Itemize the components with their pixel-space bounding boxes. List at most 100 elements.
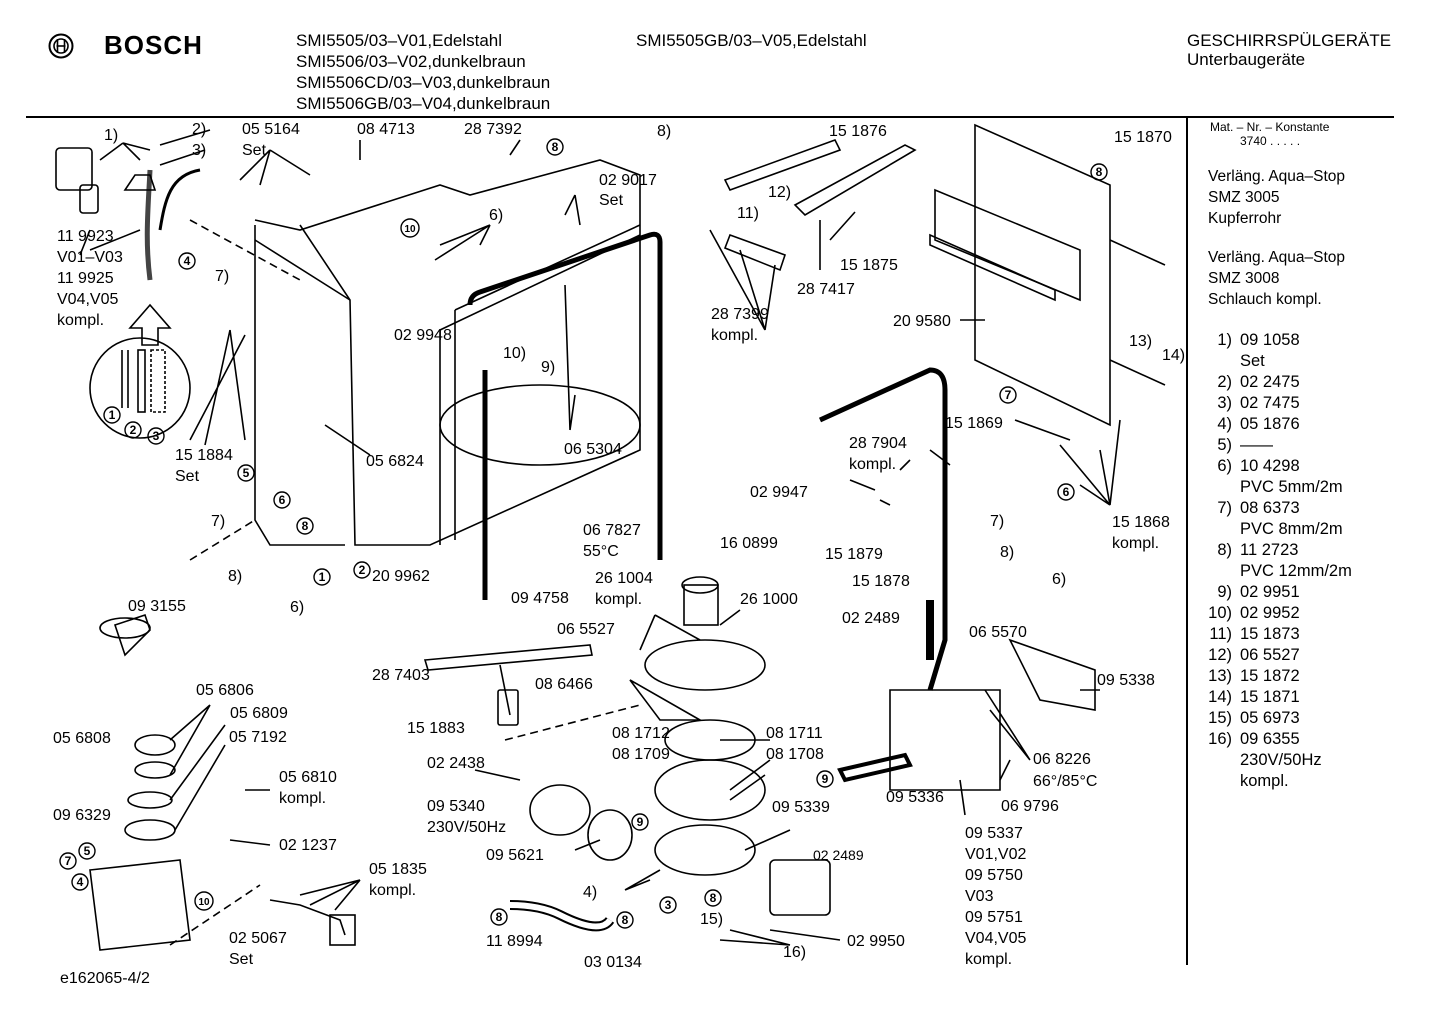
part-label: 12) bbox=[768, 184, 791, 201]
part-label: 02 9947 bbox=[750, 484, 808, 501]
part-number-index: 1) bbox=[1217, 331, 1232, 349]
parts-list-row: 16)09 6355 bbox=[1190, 729, 1440, 750]
part-label: 05 6808 bbox=[53, 730, 111, 747]
part-number: 15 1871 bbox=[1240, 688, 1300, 706]
svg-text:9: 9 bbox=[822, 772, 829, 786]
part-label: 230V/50Hz bbox=[427, 819, 506, 836]
drawing-lines bbox=[55, 123, 1166, 951]
part-label: 05 6824 bbox=[366, 453, 424, 470]
part-label: 06 5570 bbox=[969, 624, 1027, 641]
callout-1: 1 bbox=[103, 406, 121, 424]
callout-4: 4 bbox=[178, 252, 196, 270]
part-label: kompl. bbox=[849, 456, 896, 473]
callout-2: 2 bbox=[353, 561, 371, 579]
part-label: V03 bbox=[965, 888, 994, 905]
svg-text:10: 10 bbox=[404, 224, 416, 235]
part-label: 08 1712 bbox=[612, 725, 670, 742]
part-label: 08 6466 bbox=[535, 676, 593, 693]
part-label: 02 2489 bbox=[842, 610, 900, 627]
upper-spray-arm bbox=[793, 144, 917, 217]
part-number-index: 8) bbox=[1217, 541, 1232, 559]
part-label: 09 3155 bbox=[128, 598, 186, 615]
part-label: 08 1709 bbox=[612, 746, 670, 763]
part-label: 06 5304 bbox=[564, 441, 622, 458]
parts-list-row: 15)05 6973 bbox=[1190, 708, 1440, 729]
part-number-index: 10) bbox=[1208, 604, 1232, 622]
part-number-index: 9) bbox=[1217, 583, 1232, 601]
svg-text:1: 1 bbox=[109, 408, 116, 422]
svg-text:1: 1 bbox=[319, 570, 326, 584]
svg-text:8: 8 bbox=[302, 519, 309, 533]
parts-list-row: 12)06 5527 bbox=[1190, 645, 1440, 666]
part-description: PVC 12mm/2m bbox=[1240, 562, 1352, 580]
callout-6: 6 bbox=[1057, 483, 1075, 501]
part-number-index: 14) bbox=[1208, 688, 1232, 706]
part-number-index: 7) bbox=[1217, 499, 1232, 517]
part-number: 02 7475 bbox=[1240, 394, 1300, 412]
model-line: SMI5506/03–V02,dunkelbraun bbox=[296, 52, 526, 71]
part-label: 06 9796 bbox=[1001, 798, 1059, 815]
part-label: Set bbox=[229, 951, 254, 968]
svg-text:2: 2 bbox=[130, 423, 137, 437]
parts-list-row: 9)02 9951 bbox=[1190, 582, 1440, 603]
water-softener bbox=[89, 859, 191, 951]
part-label: 03 0134 bbox=[584, 954, 642, 971]
part-label: 06 5527 bbox=[557, 621, 615, 638]
part-label: 09 4758 bbox=[511, 590, 569, 607]
callout-6: 6 bbox=[273, 491, 291, 509]
part-label: 08 1711 bbox=[766, 725, 823, 742]
svg-text:7: 7 bbox=[65, 854, 72, 868]
part-label: kompl. bbox=[369, 882, 416, 899]
callout-2: 2 bbox=[124, 421, 142, 439]
part-label: 05 7192 bbox=[229, 729, 287, 746]
part-description: PVC 5mm/2m bbox=[1240, 478, 1343, 496]
part-label: 3) bbox=[192, 142, 206, 159]
callout-8: 8 bbox=[296, 517, 314, 535]
svg-text:8: 8 bbox=[710, 891, 717, 905]
part-description: Set bbox=[1240, 352, 1265, 370]
part-label: 09 5750 bbox=[965, 867, 1023, 884]
part-label: 9) bbox=[541, 359, 555, 376]
category-title: GESCHIRRSPÜLGERÄTE Unterbaugeräte bbox=[1187, 31, 1391, 69]
part-number: 06 5527 bbox=[1240, 646, 1300, 664]
parts-list-row: 13)15 1872 bbox=[1190, 666, 1440, 687]
part-label: 28 7403 bbox=[372, 667, 430, 684]
part-label: 09 5339 bbox=[772, 799, 830, 816]
callout-circles: 8 8 10 4 1 2 3 7 5 6 8 6 1 2 9 7 5 4 10 … bbox=[59, 138, 1108, 929]
part-label: 09 6329 bbox=[53, 807, 111, 824]
detail-magnifier bbox=[89, 337, 191, 439]
part-label: kompl. bbox=[57, 312, 104, 329]
door-panel bbox=[974, 123, 1111, 427]
part-label: 8) bbox=[228, 568, 242, 585]
part-number: 09 1058 bbox=[1240, 331, 1300, 349]
constant-label: Mat. – Nr. – Konstante bbox=[1210, 120, 1330, 134]
model-line: SMI5506CD/03–V03,dunkelbraun bbox=[296, 73, 551, 92]
extension-line: Kupferrohr bbox=[1208, 210, 1282, 227]
parts-list-row: 5)—— bbox=[1190, 435, 1440, 456]
part-label: 15 1879 bbox=[825, 546, 883, 563]
model-line: SMI5505GB/03–V05,Edelstahl bbox=[636, 31, 867, 50]
part-label: 15 1883 bbox=[407, 720, 465, 737]
page-header: BOSCH SMI5505/03–V01,Edelstahl SMI5506/0… bbox=[0, 0, 1442, 118]
part-label: 08 4713 bbox=[357, 121, 415, 138]
part-label: 15 1870 bbox=[1114, 129, 1172, 146]
part-label: Set bbox=[242, 142, 267, 159]
part-label: V04,V05 bbox=[965, 930, 1026, 947]
part-number: 05 6973 bbox=[1240, 709, 1300, 727]
part-label: 15 1876 bbox=[829, 123, 887, 140]
svg-text:8: 8 bbox=[622, 913, 629, 927]
part-label: 05 6806 bbox=[196, 682, 254, 699]
parts-legend: Mat. – Nr. – Konstante 3740 . . . . . Ve… bbox=[1190, 118, 1440, 792]
svg-text:8: 8 bbox=[552, 140, 559, 154]
lower-spray-arm bbox=[423, 644, 593, 671]
callout-9: 9 bbox=[816, 770, 834, 788]
parts-list-row: 10)02 9952 bbox=[1190, 603, 1440, 624]
part-label: 8) bbox=[1000, 544, 1014, 561]
part-label: 26 1000 bbox=[740, 591, 798, 608]
svg-text:6: 6 bbox=[1063, 485, 1070, 499]
constant-value: 3740 . . . . . bbox=[1240, 134, 1301, 148]
part-label: 08 1708 bbox=[766, 746, 824, 763]
part-label: 15) bbox=[700, 911, 723, 928]
part-label: kompl. bbox=[279, 790, 326, 807]
